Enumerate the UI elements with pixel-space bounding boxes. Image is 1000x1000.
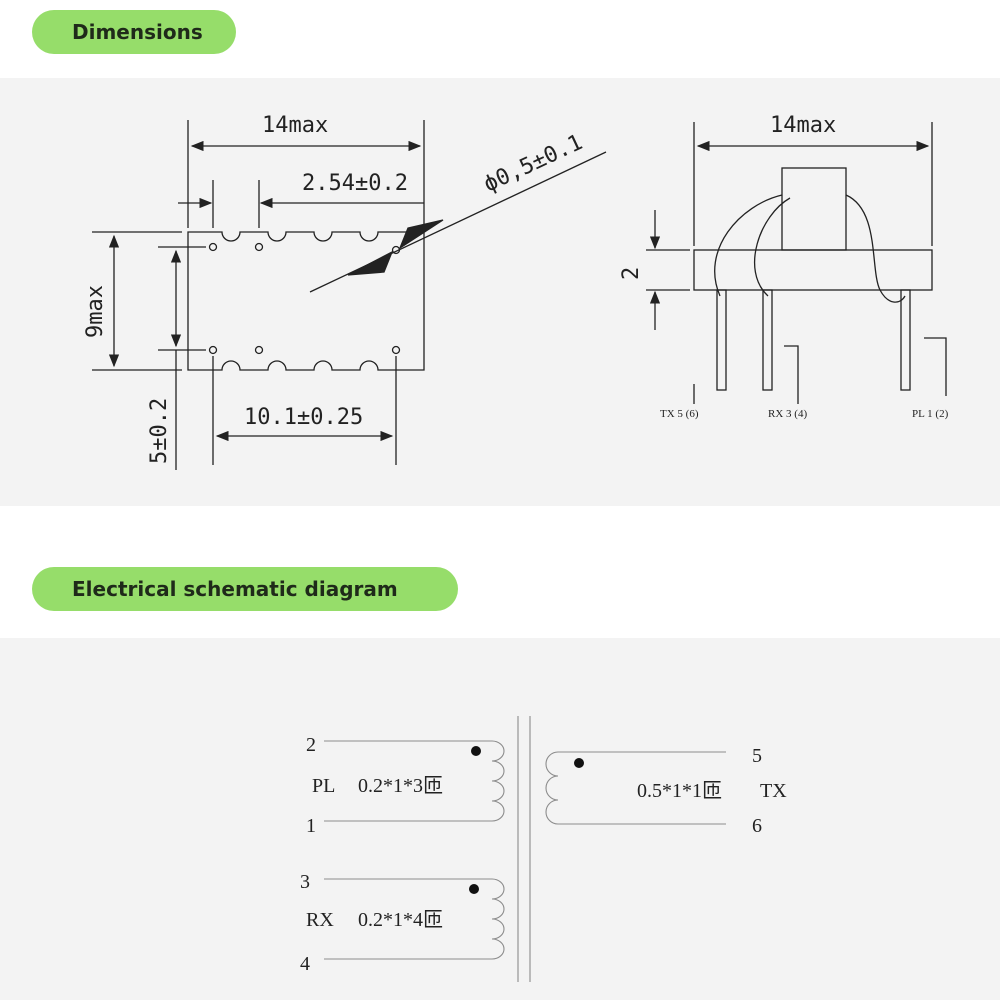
schematic-labels: 2 1 PL 0.2*1*3匝 3 4 RX 0.2*1*4匝 5 6 0.5*… [300, 734, 787, 975]
pin-hole [208, 345, 218, 355]
side-pin-pl [900, 289, 911, 391]
polarity-dot [471, 746, 481, 756]
side-height-label: 2 [619, 267, 644, 280]
pin-6-label: 6 [752, 815, 762, 837]
schematic-heading: Electrical schematic diagram [32, 567, 458, 611]
winding-tx [545, 751, 726, 825]
schematic-drawing [324, 716, 726, 982]
tx-label: TX [760, 780, 787, 802]
wire [714, 194, 783, 297]
side-view-labels: 14max 2 TX 5 (6) RX 3 (4) PL 1 (2) [619, 113, 949, 420]
rx-spec-label: 0.2*1*4匝 [358, 909, 443, 931]
pin-4-label: 4 [300, 953, 310, 975]
rx-label: RX [306, 909, 334, 931]
polarity-dot [469, 884, 479, 894]
pin-2-label: 2 [306, 734, 316, 756]
winding-rx [324, 878, 505, 960]
wire [845, 194, 906, 303]
winding-pl [324, 740, 505, 822]
pin-5-label: 5 [752, 745, 762, 767]
height-label: 9max [83, 285, 108, 338]
pin-hole [391, 345, 401, 355]
pin-label-rx: RX 3 (4) [768, 408, 807, 420]
top-view-drawing [92, 120, 607, 470]
polarity-dots [469, 746, 584, 894]
pl-label: PL [312, 775, 335, 797]
wire [753, 197, 791, 297]
top-view-labels: 14max 2.54±0.2 ϕ0,5±0.1 9max 5±0.2 10.1±… [83, 113, 587, 464]
side-view-core [781, 167, 847, 251]
pin-length-label: 5±0.2 [147, 398, 172, 464]
polarity-dot [574, 758, 584, 768]
pin-hole [254, 242, 264, 252]
tx-spec-label: 0.5*1*1匝 [637, 780, 722, 802]
top-view-body [187, 231, 425, 371]
side-pin-tx [716, 289, 727, 391]
pin-label-pl: PL 1 (2) [912, 408, 949, 420]
pin-label-tx: TX 5 (6) [660, 408, 699, 420]
pin-1-label: 1 [306, 815, 316, 837]
pin-3-label: 3 [300, 871, 310, 893]
pin-hole [208, 242, 218, 252]
pin-diameter-label: ϕ0,5±0.1 [480, 130, 587, 197]
side-pin-rx [762, 289, 773, 391]
side-view-drawing [646, 122, 947, 404]
side-width-label: 14max [770, 113, 836, 138]
pin-hole [254, 345, 264, 355]
dimensions-heading: Dimensions [32, 10, 236, 54]
side-view-base [693, 249, 933, 291]
pitch-label: 2.54±0.2 [302, 171, 408, 196]
top-width-label: 14max [262, 113, 328, 138]
pin-span-label: 10.1±0.25 [244, 405, 363, 430]
pl-spec-label: 0.2*1*3匝 [358, 775, 443, 797]
